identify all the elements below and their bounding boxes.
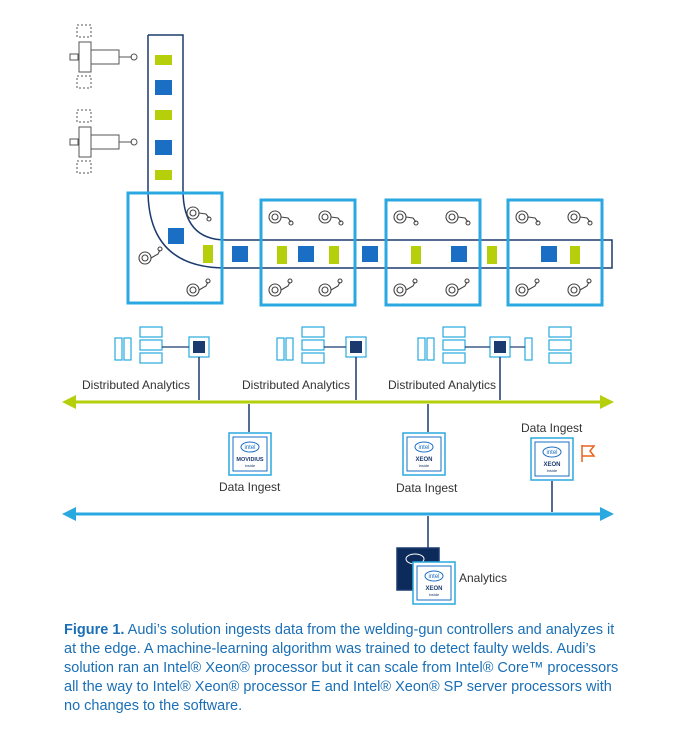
welding-cell-1 — [126, 191, 224, 305]
analytics-chip-model: XEON — [425, 586, 442, 592]
analytics-chips: intel XEON inside — [396, 547, 456, 605]
welding-cell-3 — [384, 198, 482, 307]
analytics-chip-brand: intel — [428, 574, 439, 580]
movidius-chip-brand: intel — [244, 445, 255, 451]
xeon-chip-flagged-model: XEON — [543, 462, 560, 468]
vertical-conveyor-items — [155, 55, 172, 180]
data-ingest-label-3: Data Ingest — [521, 421, 583, 435]
figure-label: Figure 1. — [64, 622, 125, 638]
xeon-chip-flagged-inside: inside — [547, 468, 558, 473]
xeon-chip-flagged-brand: intel — [546, 450, 557, 456]
robot-gun-2 — [69, 109, 138, 174]
figure-caption: Figure 1. Audi’s solution ingests data f… — [64, 621, 624, 716]
movidius-chip-inside: inside — [245, 463, 256, 468]
caption-text: Audi’s solution ingests data from the we… — [64, 622, 619, 714]
flag-icon — [581, 445, 596, 462]
horizontal-conveyor-items — [168, 228, 580, 264]
analytics-chip-inside: inside — [429, 592, 440, 597]
green-analytics-bus — [62, 395, 614, 409]
server-cluster-1 — [114, 326, 210, 400]
welding-analytics-diagram: intel MOVIDIUS inside intel XEON inside … — [62, 24, 614, 605]
conveyor-track — [147, 34, 613, 269]
data-ingest-label-1: Data Ingest — [219, 480, 281, 494]
weld-gun-icons — [138, 206, 593, 297]
data-ingest-label-2: Data Ingest — [396, 481, 458, 495]
ingest-connectors — [248, 404, 429, 432]
movidius-chip: intel MOVIDIUS inside — [228, 432, 272, 476]
welding-cell-4 — [506, 198, 604, 307]
distributed-analytics-label-2: Distributed Analytics — [242, 378, 351, 392]
xeon-chip-ingest-inside: inside — [419, 463, 430, 468]
distributed-analytics-label-1: Distributed Analytics — [82, 378, 191, 392]
movidius-chip-model: MOVIDIUS — [236, 457, 264, 463]
xeon-chip-flagged: intel XEON inside — [530, 437, 574, 512]
xeon-chip-ingest-brand: intel — [418, 445, 429, 451]
xeon-chip-ingest: intel XEON inside — [402, 432, 446, 476]
welding-cell-2 — [259, 198, 357, 307]
robot-gun-1 — [69, 24, 138, 89]
distributed-analytics-label-3: Distributed Analytics — [388, 378, 497, 392]
blue-backbone-bus — [62, 507, 614, 548]
analytics-label: Analytics — [459, 571, 508, 585]
server-cluster-3 — [417, 326, 572, 400]
server-cluster-2 — [276, 326, 367, 400]
xeon-chip-ingest-model: XEON — [415, 457, 432, 463]
